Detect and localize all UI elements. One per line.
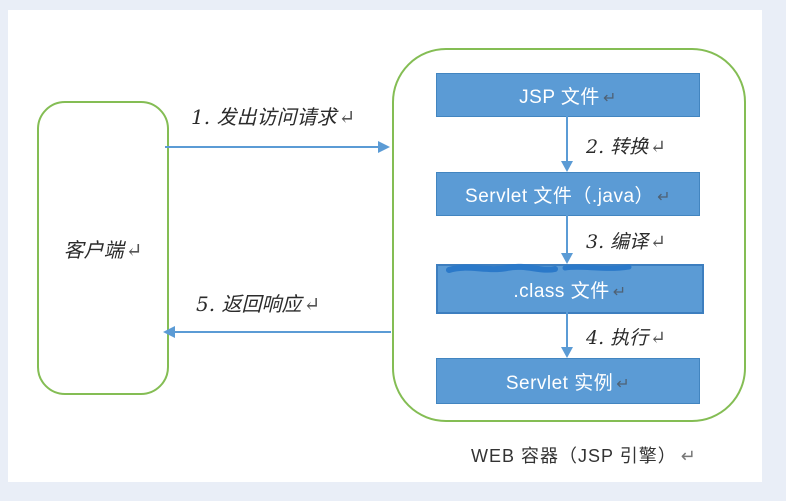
servlet-instance-label: Servlet 实例↵ bbox=[505, 372, 631, 394]
servlet-java-file-label: Servlet 文件（.java）↵ bbox=[465, 185, 671, 207]
return-mark-icon: ↵ bbox=[303, 292, 321, 316]
return-mark-icon: ↵ bbox=[650, 136, 667, 158]
request-arrow-label: 1. 发出访问请求↵ bbox=[191, 105, 356, 129]
translate-arrow-line bbox=[566, 115, 568, 162]
return-mark-icon: ↵ bbox=[657, 188, 671, 206]
class-file-node: .class 文件↵ bbox=[436, 264, 704, 314]
web-container-caption: WEB 容器（JSP 引擎）↵ bbox=[471, 446, 697, 466]
compile-arrowhead-icon bbox=[561, 253, 573, 264]
request-arrowhead-icon bbox=[378, 141, 390, 153]
compile-arrow-line bbox=[566, 214, 568, 254]
servlet-java-file-node: Servlet 文件（.java）↵ bbox=[436, 172, 700, 216]
class-file-label: .class 文件↵ bbox=[513, 280, 627, 302]
servlet-instance-node: Servlet 实例↵ bbox=[436, 358, 700, 404]
return-mark-icon: ↵ bbox=[680, 446, 697, 466]
return-mark-icon: ↵ bbox=[125, 237, 143, 262]
execute-arrow-line bbox=[566, 310, 568, 348]
response-arrow-label: 5. 返回响应↵ bbox=[196, 292, 321, 316]
return-mark-icon: ↵ bbox=[650, 327, 667, 349]
return-mark-icon: ↵ bbox=[616, 375, 631, 393]
return-mark-icon: ↵ bbox=[602, 89, 617, 107]
request-arrow-line bbox=[165, 146, 380, 148]
jsp-file-label: JSP 文件↵ bbox=[519, 86, 617, 108]
response-arrowhead-icon bbox=[163, 326, 175, 338]
client-label: 客户端↵ bbox=[63, 237, 143, 262]
return-mark-icon: ↵ bbox=[650, 231, 667, 253]
compile-arrow-label: 3. 编译↵ bbox=[586, 231, 667, 253]
client-node: 客户端↵ bbox=[37, 101, 169, 395]
translate-arrowhead-icon bbox=[561, 161, 573, 172]
translate-arrow-label: 2. 转换↵ bbox=[586, 136, 667, 158]
jsp-file-node: JSP 文件↵ bbox=[436, 73, 700, 117]
execute-arrow-label: 4. 执行↵ bbox=[586, 327, 667, 349]
return-mark-icon: ↵ bbox=[338, 105, 356, 129]
execute-arrowhead-icon bbox=[561, 347, 573, 358]
return-mark-icon: ↵ bbox=[612, 283, 627, 301]
response-arrow-line bbox=[175, 331, 391, 333]
